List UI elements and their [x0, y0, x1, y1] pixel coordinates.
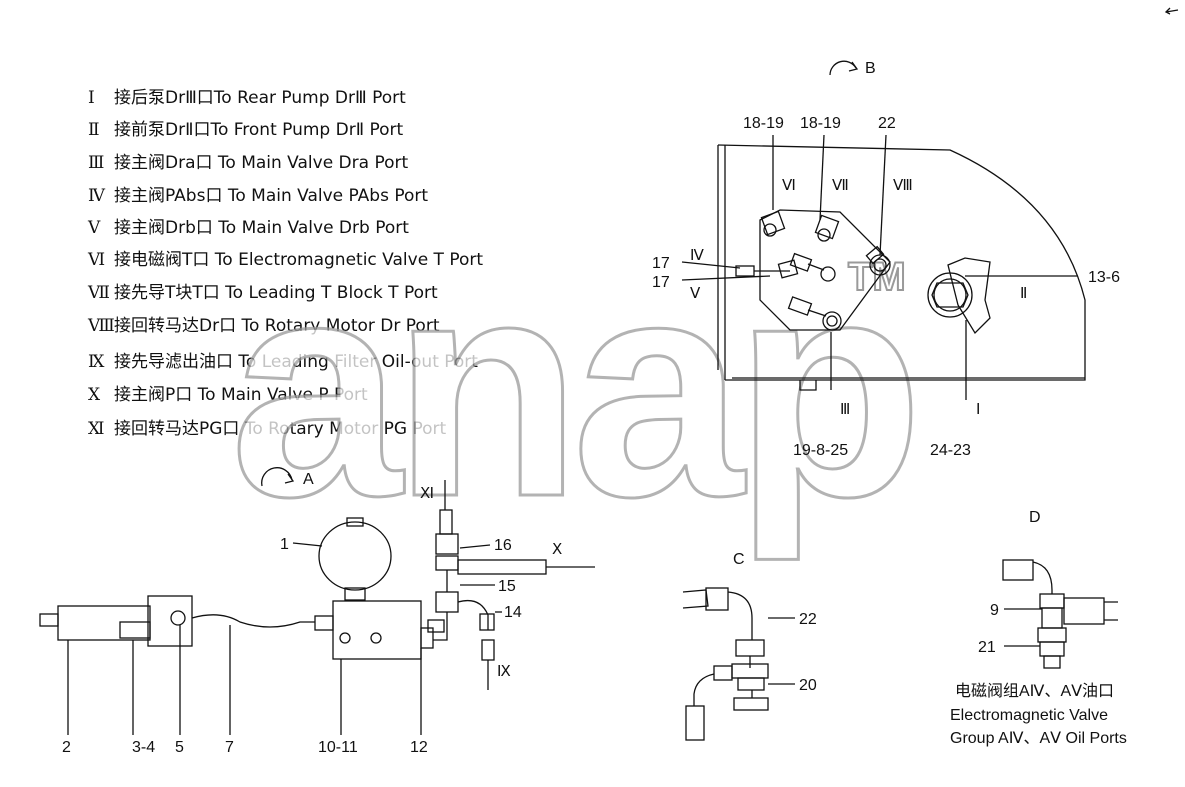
view-a-callout: 16	[494, 537, 512, 554]
legend-text: 接回转马达PG口 To Rotary Motor PG Port	[114, 419, 447, 439]
view-a-assembly	[39, 480, 595, 735]
watermark-text: anap	[230, 214, 914, 563]
view-b-callout: 13-6	[1088, 269, 1120, 286]
legend-text: 接主阀PAbs口 To Main Valve PAbs Port	[114, 186, 429, 206]
view-a-label: A	[303, 471, 314, 488]
view-b-callout: 18-19	[800, 115, 841, 132]
legend-text: 接前泵DrⅡ口To Front Pump DrⅡ Port	[114, 120, 404, 140]
view-b-callout: 24-23	[930, 442, 971, 459]
view-a-labels: 1 16 15 14 Ⅺ Ⅹ Ⅸ 2 3-4 5 7 10-11 12	[62, 485, 562, 756]
left-cylinder	[39, 595, 193, 647]
view-d-callout: 9	[990, 602, 999, 619]
legend-row: Ⅰ 接后泵DrⅢ口To Rear Pump DrⅢ Port	[88, 86, 406, 110]
view-c-labels: C 22 20	[733, 551, 817, 694]
view-d-callout: 21	[978, 639, 996, 656]
legend-number: Ⅲ	[88, 153, 105, 173]
view-a-callout: 1	[280, 536, 289, 553]
view-b-callout: 17	[652, 255, 670, 272]
valve-block	[314, 600, 434, 660]
legend-text: 接电磁阀T口 To Electromagnetic Valve T Port	[114, 250, 484, 270]
corner-arrow-icon	[1164, 7, 1179, 15]
legend-number: Ⅳ	[88, 186, 105, 206]
legend-text: 接主阀P口 To Main Valve P Port	[114, 385, 368, 405]
legend-number: Ⅺ	[88, 419, 105, 439]
view-b-marker: B	[829, 60, 876, 77]
legend-number: Ⅴ	[88, 218, 101, 238]
view-d-caption-cn: 电磁阀组AⅣ、AⅤ油口	[955, 682, 1114, 700]
legend-text: 接后泵DrⅢ口To Rear Pump DrⅢ Port	[114, 88, 406, 108]
view-b-roman: Ⅴ	[690, 285, 701, 302]
view-c-callout: 22	[799, 611, 817, 628]
view-a-roman: Ⅺ	[420, 485, 434, 502]
view-d-caption-en: Group AⅣ、AⅤ Oil Ports	[950, 730, 1127, 747]
legend-row: Ⅺ 接回转马达PG口 To Rotary Motor PG Port	[88, 417, 446, 441]
view-a-bottom-callout: 2	[62, 739, 71, 756]
view-d-title: D	[1029, 509, 1041, 526]
view-a-bottom-callout: 7	[225, 739, 234, 756]
view-b-roman: Ⅳ	[690, 247, 704, 264]
watermark-tm: TM	[848, 255, 906, 299]
view-b-callout: 18-19	[743, 115, 784, 132]
view-a-callout: 14	[504, 604, 522, 621]
legend-text: 接主阀Drb口 To Main Valve Drb Port	[114, 218, 409, 238]
watermark-logo: anap TM	[229, 213, 926, 565]
view-d-detail	[1002, 559, 1118, 669]
view-b-roman: Ⅲ	[840, 401, 850, 418]
legend-row: Ⅴ 接主阀Drb口 To Main Valve Drb Port	[88, 216, 409, 240]
view-b-roman: Ⅱ	[1020, 285, 1027, 302]
view-b-callout: 19-8-25	[793, 442, 848, 459]
view-b-panel	[681, 134, 1086, 400]
view-b-label: B	[865, 60, 876, 77]
view-a-bottom-callout: 10-11	[318, 739, 358, 756]
view-b-roman: Ⅵ	[782, 177, 796, 194]
legend-number: Ⅶ	[88, 283, 110, 303]
legend-row: Ⅱ 接前泵DrⅡ口To Front Pump DrⅡ Port	[88, 118, 403, 142]
view-b-roman: Ⅷ	[893, 177, 913, 194]
legend-row: Ⅷ接回转马达Dr口 To Rotary Motor Dr Port	[88, 314, 439, 338]
legend-text: 接主阀Dra口 To Main Valve Dra Port	[114, 153, 409, 173]
legend-number: Ⅰ	[88, 88, 95, 108]
view-b-roman: Ⅶ	[832, 177, 849, 194]
legend-number: Ⅱ	[88, 120, 100, 140]
view-b-roman: Ⅰ	[976, 401, 980, 418]
legend-number: Ⅷ	[88, 316, 115, 336]
view-d-caption-en: Electromagnetic Valve	[950, 707, 1108, 724]
view-b-fitting	[814, 214, 840, 242]
legend-text: 接先导T块T口 To Leading T Block T Port	[114, 283, 438, 303]
view-c-title: C	[733, 551, 745, 568]
view-a-roman: Ⅸ	[497, 663, 511, 680]
view-a-bottom-callout: 5	[175, 739, 184, 756]
legend-row: Ⅲ 接主阀Dra口 To Main Valve Dra Port	[88, 151, 408, 175]
view-d-labels: D 9 21 电磁阀组AⅣ、AⅤ油口 Electromagnetic Valve…	[950, 509, 1127, 747]
legend-text: 接回转马达Dr口 To Rotary Motor Dr Port	[114, 316, 440, 336]
legend-row: Ⅸ 接先导滤出油口 To Leading Filter Oil-out Port	[88, 350, 478, 374]
legend-text: 接先导滤出油口 To Leading Filter Oil-out Port	[114, 352, 478, 372]
view-b-callout: 17	[652, 274, 670, 291]
view-b-fitting	[760, 210, 786, 237]
legend-number: Ⅹ	[88, 385, 101, 405]
view-a-marker: A	[261, 467, 314, 488]
right-plumbing	[427, 480, 595, 690]
accumulator	[318, 517, 392, 601]
view-b-labels: 18-19 18-19 22 Ⅵ Ⅶ Ⅷ 17 17 Ⅳ Ⅴ 13-6 Ⅱ Ⅲ …	[652, 115, 1120, 459]
legend-row: Ⅳ 接主阀PAbs口 To Main Valve PAbs Port	[88, 184, 428, 208]
hose-line	[191, 614, 315, 628]
view-b-port-ii-fitting	[927, 257, 991, 335]
view-c-callout: 20	[799, 677, 817, 694]
legend-number: Ⅵ	[88, 250, 106, 270]
view-b-fitting	[787, 296, 842, 331]
legend-row: Ⅵ 接电磁阀T口 To Electromagnetic Valve T Port	[88, 248, 483, 272]
view-a-bottom-callout: 12	[410, 739, 428, 756]
view-b-fitting	[789, 252, 836, 282]
legend-number: Ⅸ	[88, 352, 105, 372]
view-b-callout: 22	[878, 115, 896, 132]
legend-row: Ⅹ 接主阀P口 To Main Valve P Port	[88, 383, 368, 407]
view-a-callout: 15	[498, 578, 516, 595]
view-c-detail	[682, 587, 795, 741]
view-a-bottom-callout: 3-4	[132, 739, 155, 756]
view-a-roman: Ⅹ	[552, 541, 562, 558]
